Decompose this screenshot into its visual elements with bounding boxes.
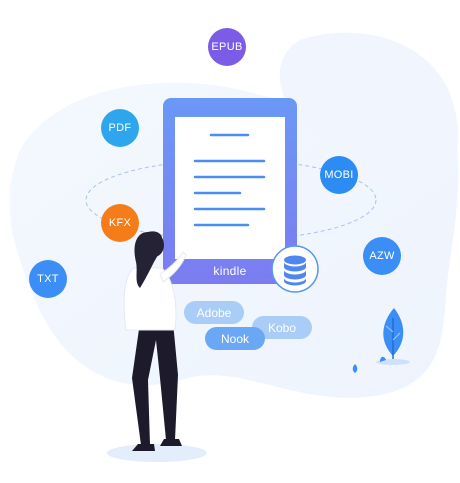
screen-text-lines	[193, 133, 266, 227]
platform-nook-pill[interactable]: Nook	[205, 327, 265, 350]
background-blob-right	[279, 32, 459, 192]
tree-icon	[376, 308, 410, 365]
leaf-icon	[352, 364, 358, 373]
format-kfx-bubble[interactable]: KFX	[101, 204, 139, 242]
format-azw-bubble[interactable]: AZW	[363, 237, 401, 275]
person-shadow	[107, 444, 207, 462]
format-mobi-bubble[interactable]: MOBI	[320, 156, 358, 194]
platform-kobo-pill[interactable]: Kobo	[252, 316, 312, 339]
kindle-label: kindle	[213, 264, 247, 278]
kindle-screen	[175, 117, 285, 259]
format-txt-bubble[interactable]: TXT	[29, 260, 67, 298]
format-epub-bubble[interactable]: EPUB	[208, 28, 246, 66]
person-illustration	[123, 231, 187, 451]
database-icon	[271, 245, 319, 293]
format-pdf-bubble[interactable]: PDF	[101, 109, 139, 147]
platform-adobe-pill[interactable]: Adobe	[184, 301, 244, 324]
